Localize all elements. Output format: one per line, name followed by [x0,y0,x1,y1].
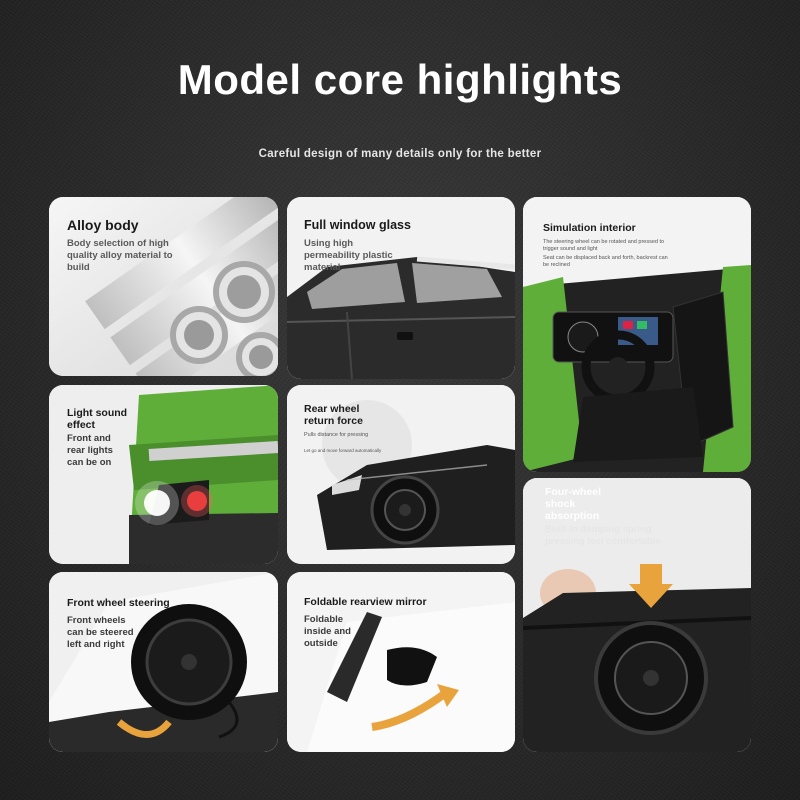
card-title: Rear wheel return force [304,403,363,427]
card-title: Alloy body [67,217,139,233]
car-interior-image [523,197,751,472]
card-title: Front wheel steering [67,597,170,609]
card-description: Body selection of high quality alloy mat… [67,238,173,273]
car-window-image [287,197,515,379]
car-headlight-image [49,385,278,564]
card-light-sound-effect: Light sound effect Front and rear lights… [49,385,278,564]
card-description: Pulls distance for pressing [304,432,369,438]
card-title: Full window glass [304,218,411,232]
card-title: Foldable rearview mirror [304,596,427,608]
card-description: Built-in damping spring pressing feel co… [545,524,661,547]
card-description: Using high permeability plastic material [304,238,393,273]
card-rear-wheel-return-force: Rear wheel return force Pulls distance f… [287,385,515,564]
car-pullback-image [287,385,515,564]
down-arrow-icon [629,564,673,608]
rearview-mirror-image [287,572,515,752]
page-title: Model core highlights [177,56,623,103]
card-full-window-glass: Full window glass Using high permeabilit… [287,197,515,379]
card-alloy-body: Alloy body Body selection of high qualit… [49,197,278,376]
card-title: Light sound effect [67,407,128,431]
card-title: Four-wheel shock absorption [545,486,602,522]
alloy-tubes-image [49,197,278,376]
card-description: Foldable inside and outside [304,614,351,649]
card-description-secondary: Seat can be displaced back and forth, ba… [543,255,668,268]
card-title: Simulation interior [543,222,636,234]
card-four-wheel-shock-absorption: Four-wheel shock absorption Built-in dam… [523,478,751,752]
card-description-secondary: Let go and move forward automatically [304,448,382,453]
card-description: Front wheels can be steered left and rig… [67,615,134,650]
card-description: Front and rear lights can be on [67,433,113,468]
card-foldable-rearview-mirror: Foldable rearview mirror Foldable inside… [287,572,515,752]
card-description: The steering wheel can be rotated and pr… [543,239,665,252]
curved-arrow-icon [371,688,450,731]
front-wheel-image [49,572,278,752]
card-front-wheel-steering: Front wheel steering Front wheels can be… [49,572,278,752]
page-subtitle: Careful design of many details only for … [258,148,542,160]
curved-arrow-icon [116,719,172,738]
shock-absorption-image [523,478,751,752]
card-simulation-interior: Simulation interior The steering wheel c… [523,197,751,472]
